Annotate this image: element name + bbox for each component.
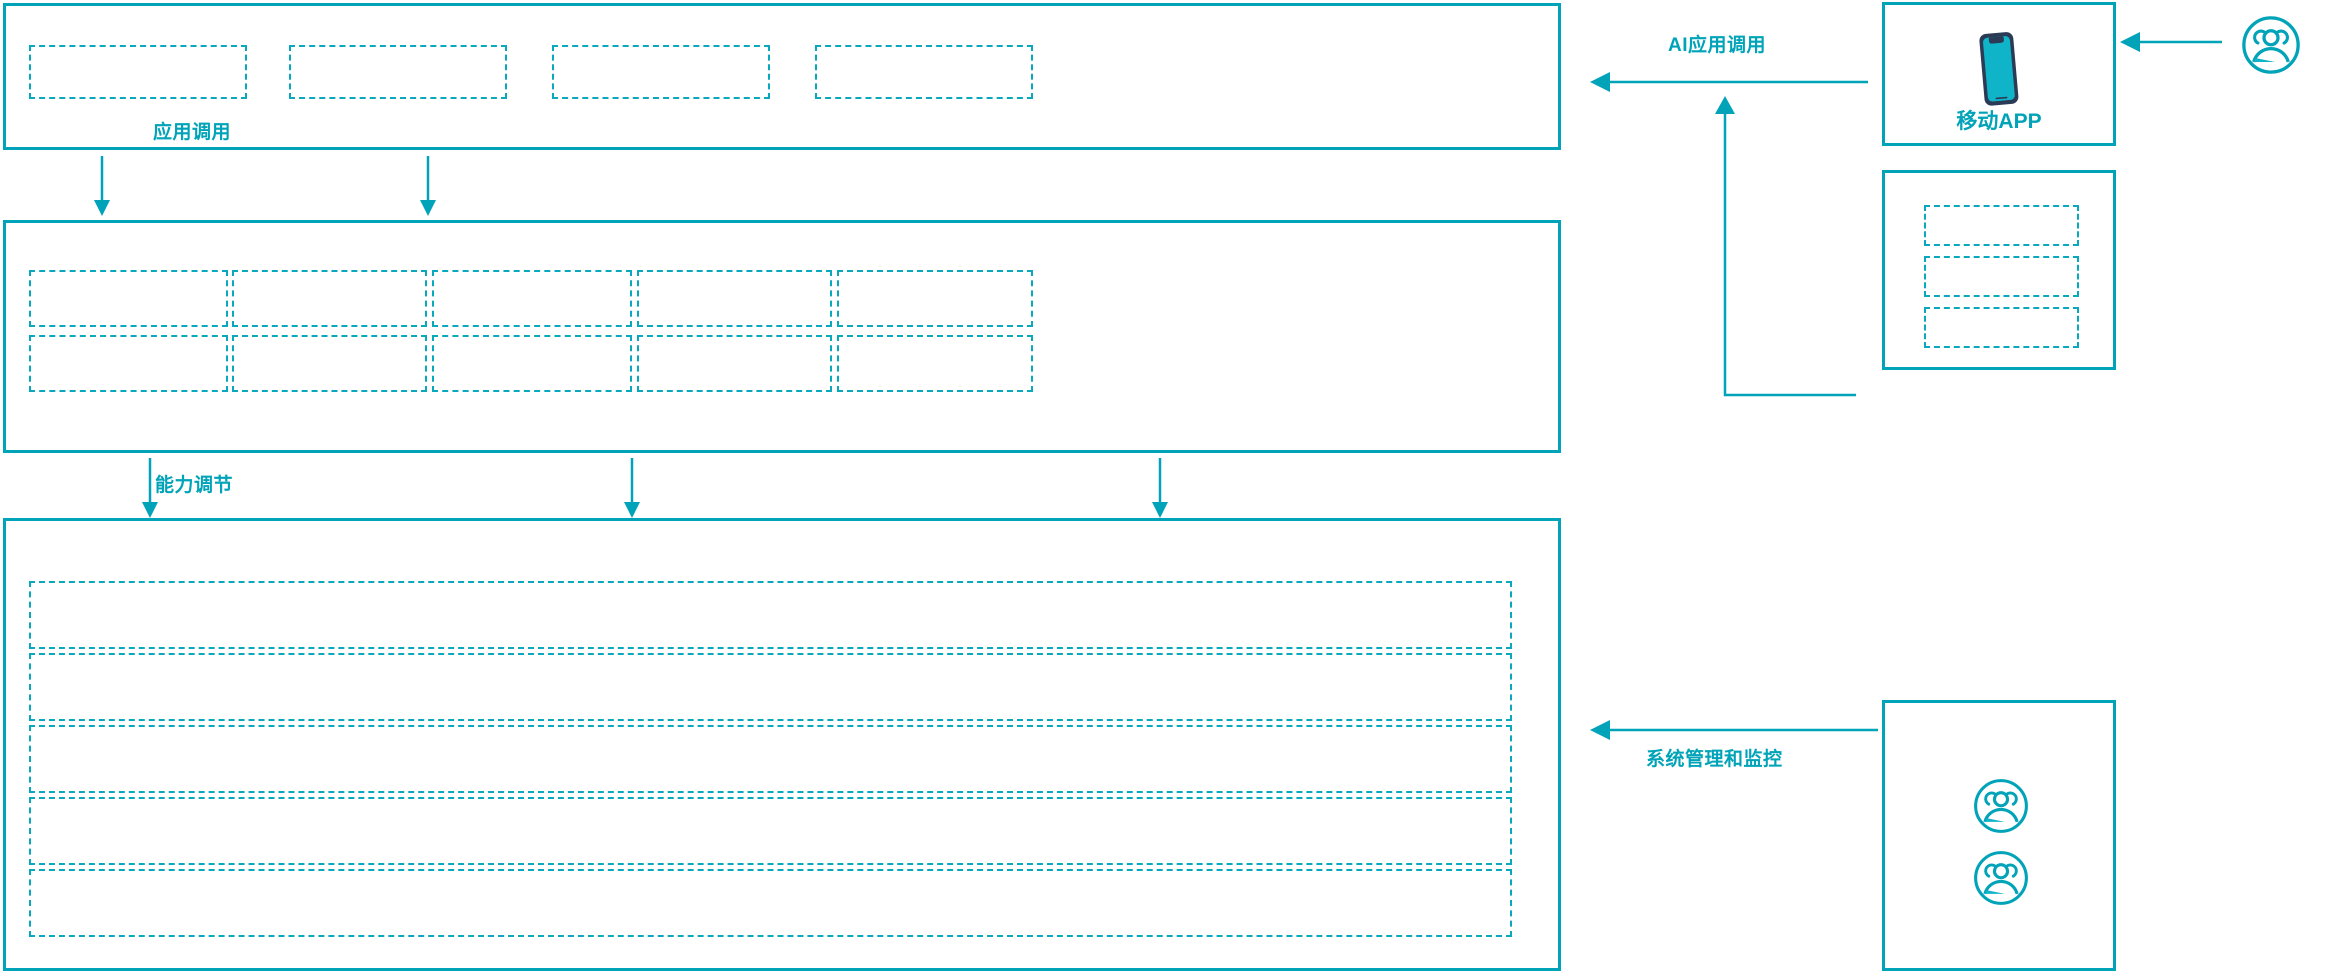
channel-slot-1[interactable] — [1924, 205, 2079, 246]
application-layer-panel — [3, 3, 1561, 150]
application-slot-3[interactable] — [552, 45, 770, 99]
capability-slot-5-bottom[interactable] — [837, 335, 1033, 392]
capability-slot-5-top[interactable] — [837, 270, 1033, 327]
ai-app-call-label: AI应用调用 — [1668, 35, 1767, 56]
app-call-arrow-left — [92, 156, 112, 218]
infrastructure-layer-panel — [3, 518, 1561, 971]
capability-call-label: 能力调节 — [155, 475, 234, 496]
capability-slot-4-bottom[interactable] — [637, 335, 832, 392]
app-call-arrow-right — [418, 156, 438, 218]
app-call-label: 应用调用 — [153, 122, 232, 143]
infrastructure-row-4[interactable] — [29, 797, 1512, 865]
operations-card[interactable] — [1882, 700, 2116, 971]
smartphone-icon — [1957, 27, 2037, 113]
application-slot-4[interactable] — [815, 45, 1033, 99]
infrastructure-row-2[interactable] — [29, 653, 1512, 721]
capability-layer-panel — [3, 220, 1561, 453]
infrastructure-row-1[interactable] — [29, 581, 1512, 649]
channel-slot-2[interactable] — [1924, 256, 2079, 297]
capability-slot-1-bottom[interactable] — [29, 335, 228, 392]
channel-card[interactable] — [1882, 170, 2116, 370]
ai-app-call-arrow — [1588, 46, 1878, 406]
user-group-icon — [1972, 777, 2030, 835]
capability-slot-3-top[interactable] — [432, 270, 632, 327]
external-user-icon[interactable] — [2240, 14, 2302, 76]
capability-call-arrow-2 — [622, 458, 642, 520]
capability-slot-2-bottom[interactable] — [232, 335, 427, 392]
user-group-icon — [1972, 849, 2030, 907]
application-slot-1[interactable] — [29, 45, 247, 99]
capability-slot-3-bottom[interactable] — [432, 335, 632, 392]
sys-admin-label: 系统管理和监控 — [1646, 749, 1783, 770]
channel-slot-3[interactable] — [1924, 307, 2079, 348]
capability-slot-2-top[interactable] — [232, 270, 427, 327]
infrastructure-row-3[interactable] — [29, 725, 1512, 793]
application-slot-2[interactable] — [289, 45, 507, 99]
capability-slot-4-top[interactable] — [637, 270, 832, 327]
sys-admin-arrow — [1588, 718, 1884, 742]
mobile-app-card[interactable]: 移动APP — [1882, 2, 2116, 146]
capability-call-arrow-1 — [140, 458, 160, 520]
capability-call-arrow-3 — [1150, 458, 1170, 520]
external-user-arrow — [2118, 30, 2226, 54]
infrastructure-row-5[interactable] — [29, 869, 1512, 937]
mobile-app-caption: 移动APP — [1956, 110, 2042, 133]
capability-slot-1-top[interactable] — [29, 270, 228, 327]
